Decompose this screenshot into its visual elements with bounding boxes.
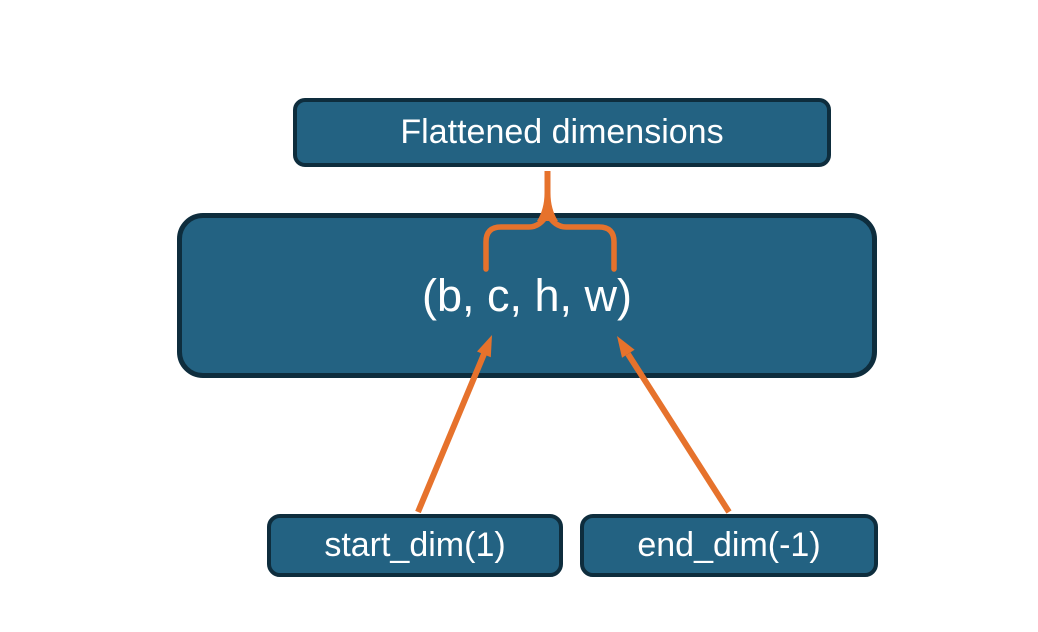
start-dim-box: start_dim(1) bbox=[267, 514, 563, 577]
start-dim-label: start_dim(1) bbox=[324, 526, 506, 564]
tensor-shape-box: (b, c, h, w) bbox=[177, 213, 877, 378]
end-dim-label: end_dim(-1) bbox=[637, 526, 821, 564]
flattened-dimensions-box: Flattened dimensions bbox=[293, 98, 831, 167]
tensor-shape-label: (b, c, h, w) bbox=[421, 269, 633, 321]
end-dim-box: end_dim(-1) bbox=[580, 514, 878, 577]
flattened-dimensions-label: Flattened dimensions bbox=[400, 113, 724, 151]
